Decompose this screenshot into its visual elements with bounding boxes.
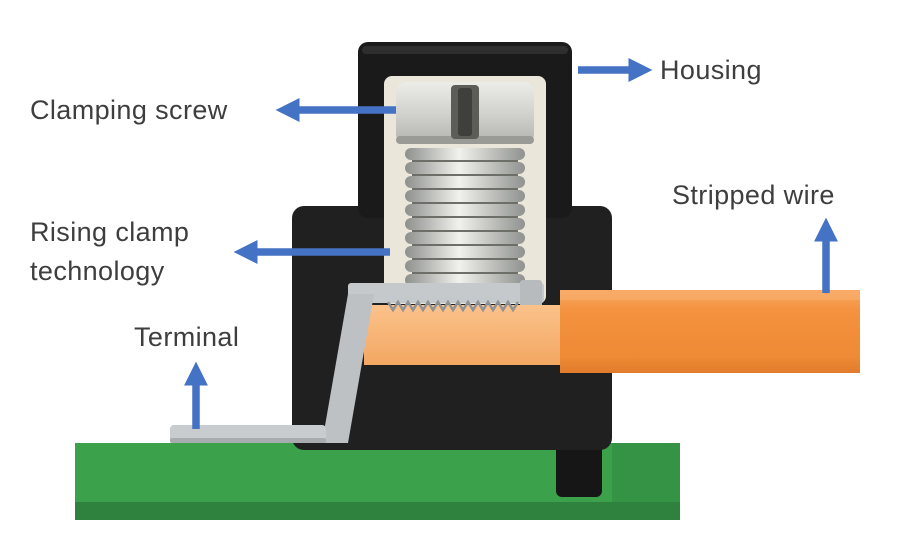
wire-shape — [560, 290, 860, 373]
callout-arrows — [183, 57, 839, 429]
housing-label: Housing — [660, 55, 762, 85]
clamping-screw-head-shape — [396, 82, 534, 144]
rising-clamp-label: Rising clamp technology — [30, 217, 190, 286]
terminal-shape — [170, 294, 374, 443]
clamp-serrations-shape — [386, 299, 520, 313]
stripped-wire-shape — [364, 305, 566, 365]
screw-thread-shape — [405, 148, 525, 286]
terminal-label: Terminal — [134, 322, 240, 352]
rising-clamp-shape — [348, 280, 544, 308]
stripped-wire-label: Stripped wire — [672, 180, 835, 210]
housing-pin-shape — [556, 445, 602, 497]
clamping-screw-label: Clamping screw — [30, 95, 228, 125]
